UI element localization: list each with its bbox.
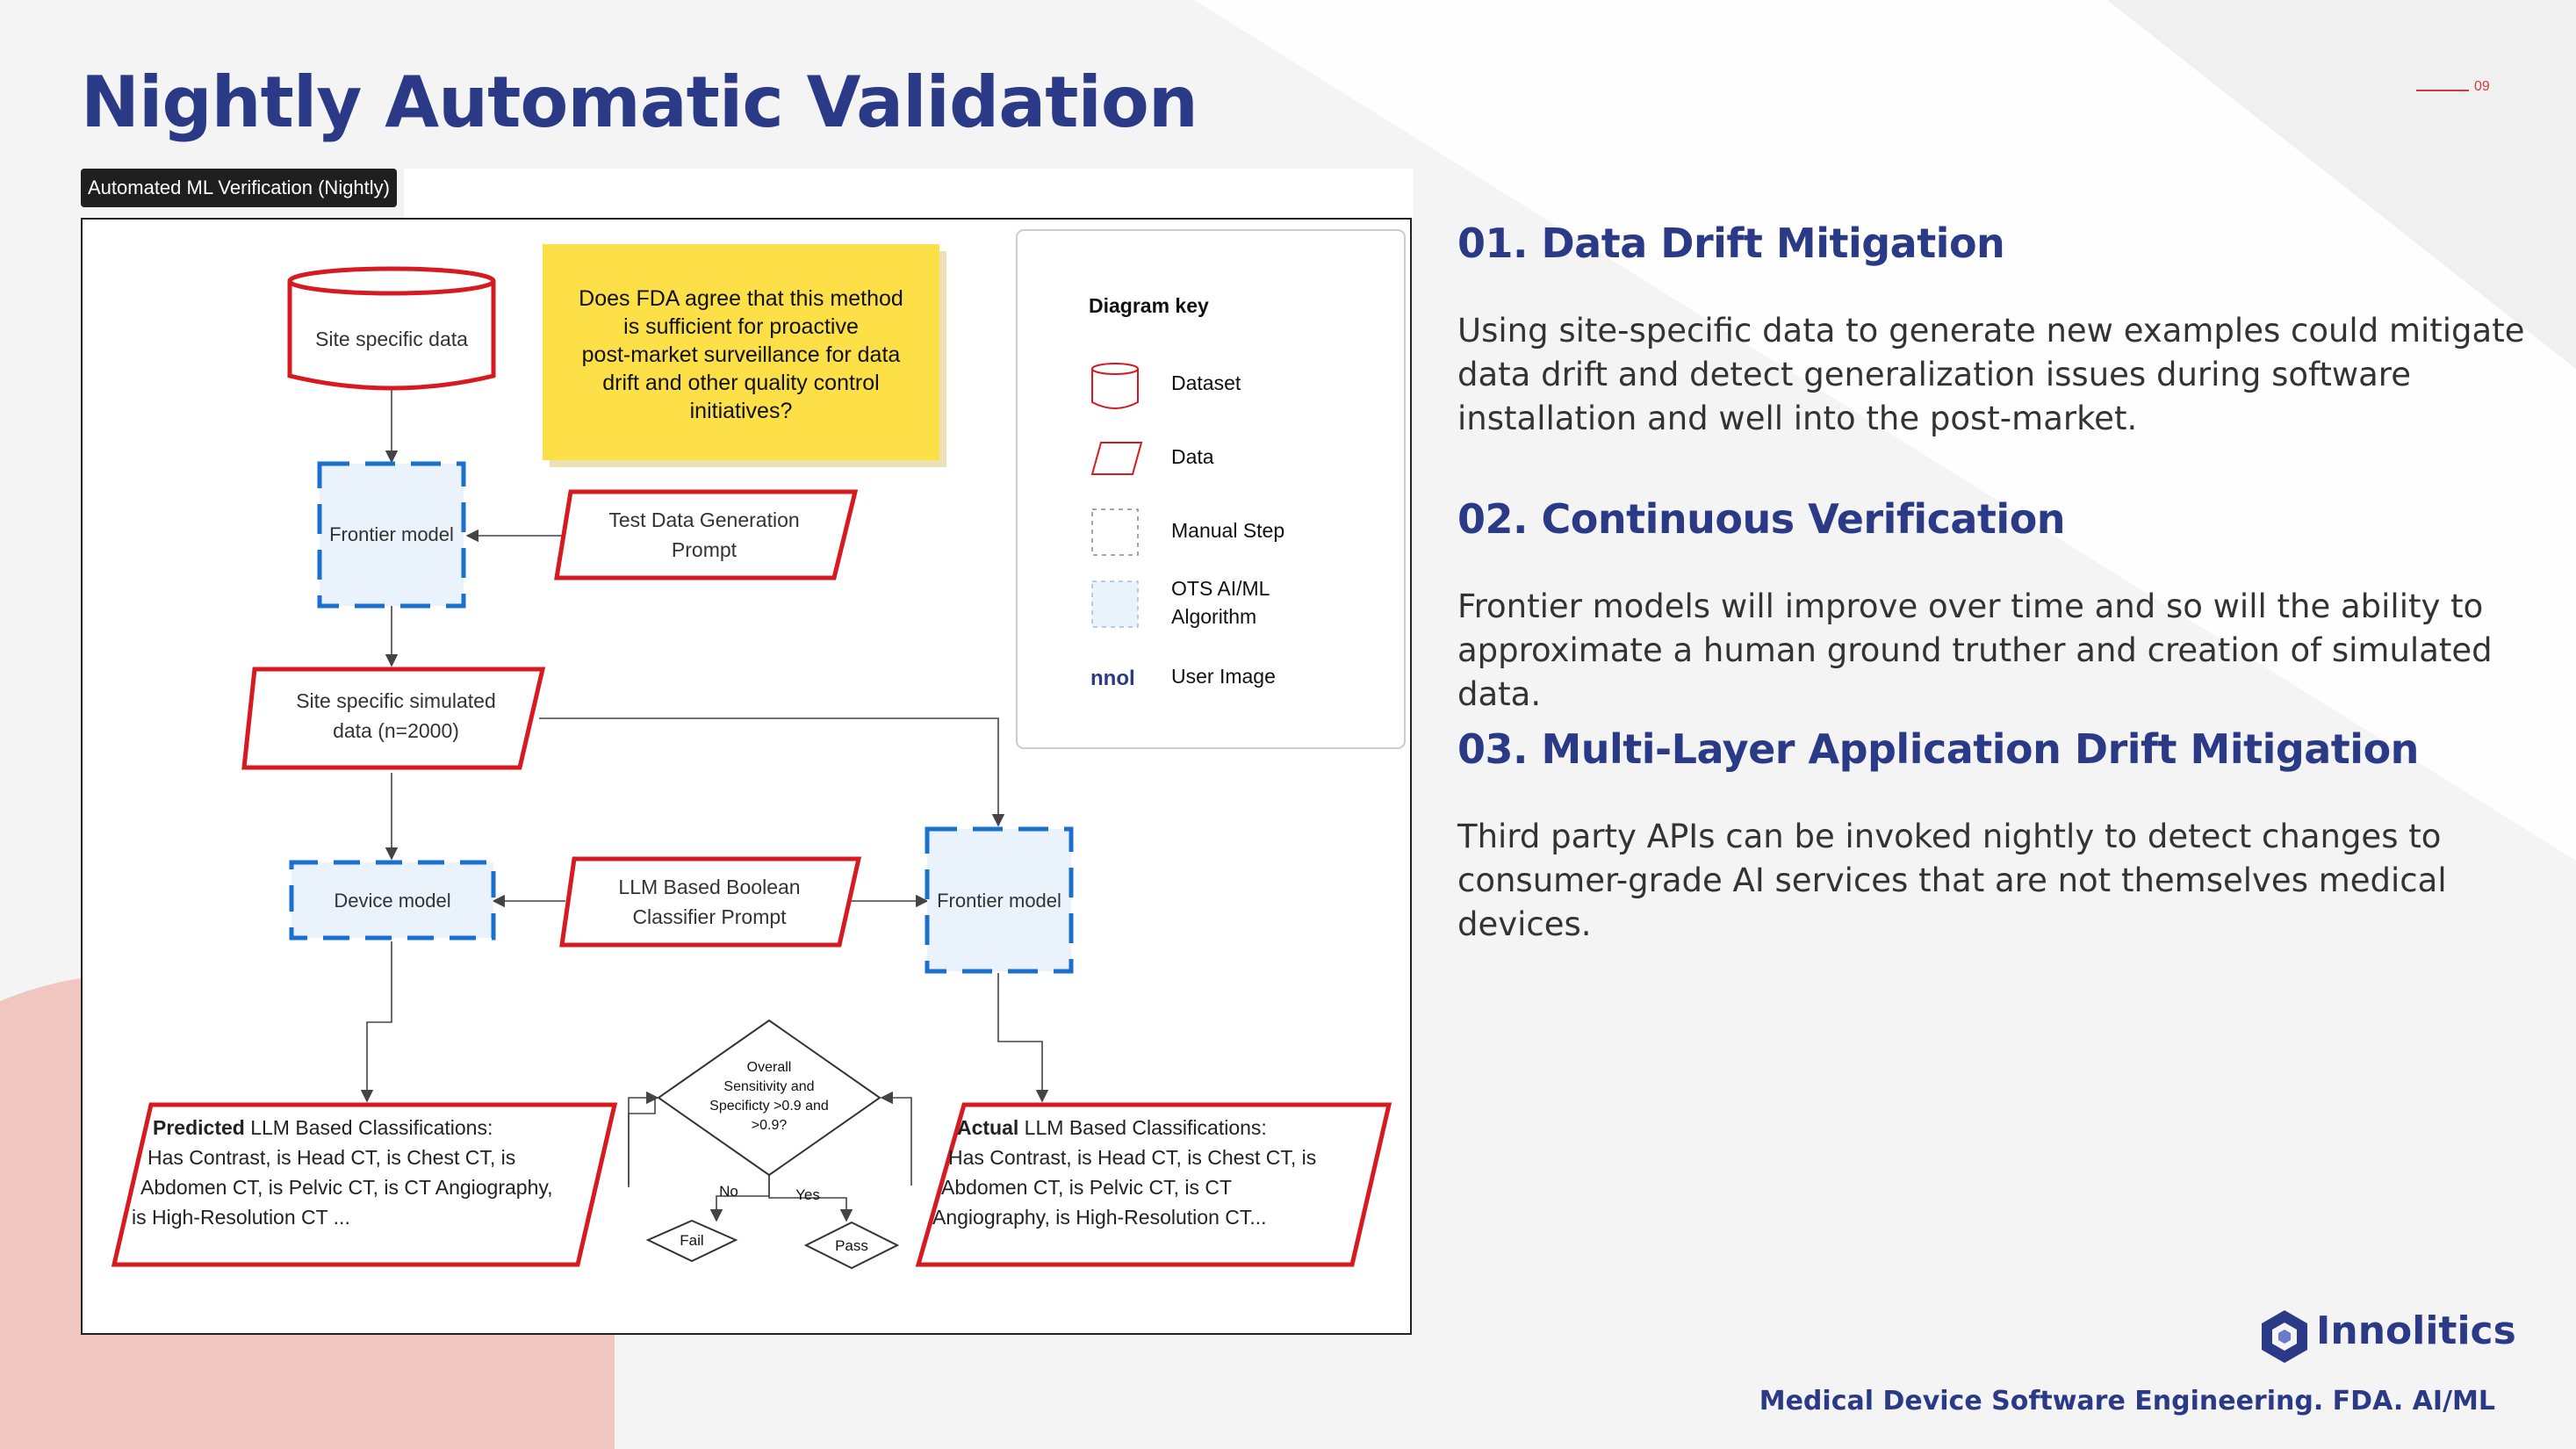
logo-fragment-icon: nnol: [1090, 667, 1135, 690]
no-label: No: [719, 1183, 738, 1200]
actual-line1: Actual LLM Based Classifications:: [957, 1116, 1267, 1139]
key-title: Diagram key: [1089, 294, 1209, 317]
section1-line3: installation and well into the post-mark…: [1457, 400, 2138, 437]
section3-line2: consumer-grade AI services that are not …: [1457, 861, 2447, 899]
brand-name: Innolitics: [2316, 1308, 2516, 1353]
section-body-3: Third party APIs can be invoked nightly …: [1457, 815, 2546, 947]
brand-tagline: Medical Device Software Engineering. FDA…: [1759, 1386, 2495, 1417]
sticky-line4: drift and other quality control: [602, 371, 879, 395]
page-number: 09: [2474, 79, 2490, 94]
diagram-header-strip: [404, 169, 1414, 218]
sticky-line2: is sufficient for proactive: [623, 314, 859, 339]
frontier-model-right-node: Frontier model: [925, 826, 1074, 974]
simulated-line2: data (n=2000): [333, 719, 459, 742]
section3-line3: devices.: [1457, 905, 1592, 943]
frontier-right-label: Frontier model: [937, 890, 1061, 912]
flowchart: Site specific data Frontier model Test D…: [111, 229, 1406, 1270]
decision-line1: Overall: [747, 1060, 792, 1075]
actual-line2: Has Contrast, is Head CT, is Chest CT, i…: [948, 1146, 1316, 1169]
key-dataset-label: Dataset: [1171, 371, 1241, 394]
section3-line1: Third party APIs can be invoked nightly …: [1457, 818, 2442, 855]
sticky-line3: post-market surveillance for data: [582, 342, 901, 367]
diagram-panel: Site specific data Frontier model Test D…: [81, 218, 1412, 1335]
section-heading-3: 03. Multi-Layer Application Drift Mitiga…: [1457, 725, 2419, 773]
test-prompt-line2: Prompt: [672, 538, 738, 561]
parallelogram-icon: [1090, 442, 1143, 475]
classifier-line2: Classifier Prompt: [632, 905, 787, 928]
blue-dashed-box-icon: [1091, 580, 1139, 628]
sticky-line1: Does FDA agree that this method: [579, 286, 903, 311]
decision-line4: >0.9?: [752, 1118, 788, 1133]
simulated-line1: Site specific simulated: [296, 689, 496, 712]
section-heading-2: 02. Continuous Verification: [1457, 495, 2066, 543]
predicted-line4: is High-Resolution CT ...: [132, 1206, 350, 1229]
pass-label: Pass: [835, 1237, 868, 1254]
section-body-1: Using site-specific data to generate new…: [1457, 309, 2546, 441]
diagram-key: Diagram key Dataset Data Manual Step OTS…: [1016, 229, 1406, 749]
sticky-line5: initiatives?: [690, 399, 793, 423]
predicted-line1: Predicted LLM Based Classifications:: [153, 1116, 493, 1139]
classifier-prompt-node: LLM Based Boolean Classifier Prompt: [559, 856, 862, 948]
page-title: Nightly Automatic Validation: [81, 61, 1198, 143]
decision-line3: Specificty >0.9 and: [709, 1099, 829, 1114]
page-number-line: [2416, 90, 2469, 91]
predicted-line3: Abdomen CT, is Pelvic CT, is CT Angiogra…: [140, 1176, 553, 1199]
innolitics-logo-icon: [2262, 1310, 2307, 1363]
fail-label: Fail: [680, 1232, 703, 1249]
key-data-label: Data: [1171, 445, 1214, 468]
frontier-top-label: Frontier model: [329, 523, 454, 545]
diagram-tag: Automated ML Verification (Nightly): [81, 169, 397, 207]
connectors: [360, 388, 1049, 1222]
section2-line2: approximate a human ground truther and c…: [1457, 631, 2493, 713]
predicted-classifications-node: Predicted LLM Based Classifications: Has…: [111, 1102, 618, 1267]
predicted-line2: Has Contrast, is Head CT, is Chest CT, i…: [148, 1146, 515, 1169]
section2-line1: Frontier models will improve over time a…: [1457, 588, 2484, 625]
key-ots-label-2: Algorithm: [1171, 605, 1256, 628]
test-prompt-node: Test Data Generation Prompt: [554, 489, 859, 580]
yes-label: Yes: [795, 1186, 820, 1203]
actual-classifications-node: Actual LLM Based Classifications: Has Co…: [915, 1102, 1392, 1267]
decision-node: Overall Sensitivity and Specificty >0.9 …: [657, 1019, 881, 1177]
simulated-data-node: Site specific simulated data (n=2000): [241, 667, 546, 770]
frontier-model-top-node: Frontier model: [317, 461, 466, 609]
actual-line4: Angiography, is High-Resolution CT...: [932, 1206, 1267, 1229]
dashed-box-icon: [1091, 508, 1139, 556]
device-model-label: Device model: [334, 890, 450, 912]
section-body-2: Frontier models will improve over time a…: [1457, 585, 2564, 717]
section1-line2: data drift and detect generalization iss…: [1457, 356, 2411, 393]
test-prompt-line1: Test Data Generation: [608, 508, 799, 531]
site-data-label: Site specific data: [315, 328, 468, 350]
fail-node: Fail: [645, 1219, 738, 1263]
classifier-line1: LLM Based Boolean: [618, 876, 800, 898]
actual-line3: Abdomen CT, is Pelvic CT, is CT: [941, 1176, 1232, 1199]
site-data-node: Site specific data: [287, 266, 496, 391]
key-manual-step-label: Manual Step: [1171, 519, 1284, 542]
section1-line1: Using site-specific data to generate new…: [1457, 312, 2525, 350]
key-ots-label-1: OTS AI/ML: [1171, 577, 1270, 600]
device-model-node: Device model: [289, 860, 496, 941]
fda-sticky-note: Does FDA agree that this method is suffi…: [543, 244, 946, 467]
section-heading-1: 01. Data Drift Mitigation: [1457, 220, 2005, 267]
decision-line2: Sensitivity and: [723, 1079, 814, 1094]
key-user-image-label: User Image: [1171, 665, 1276, 688]
cylinder-icon: [1091, 363, 1139, 409]
pass-node: Pass: [803, 1221, 900, 1270]
